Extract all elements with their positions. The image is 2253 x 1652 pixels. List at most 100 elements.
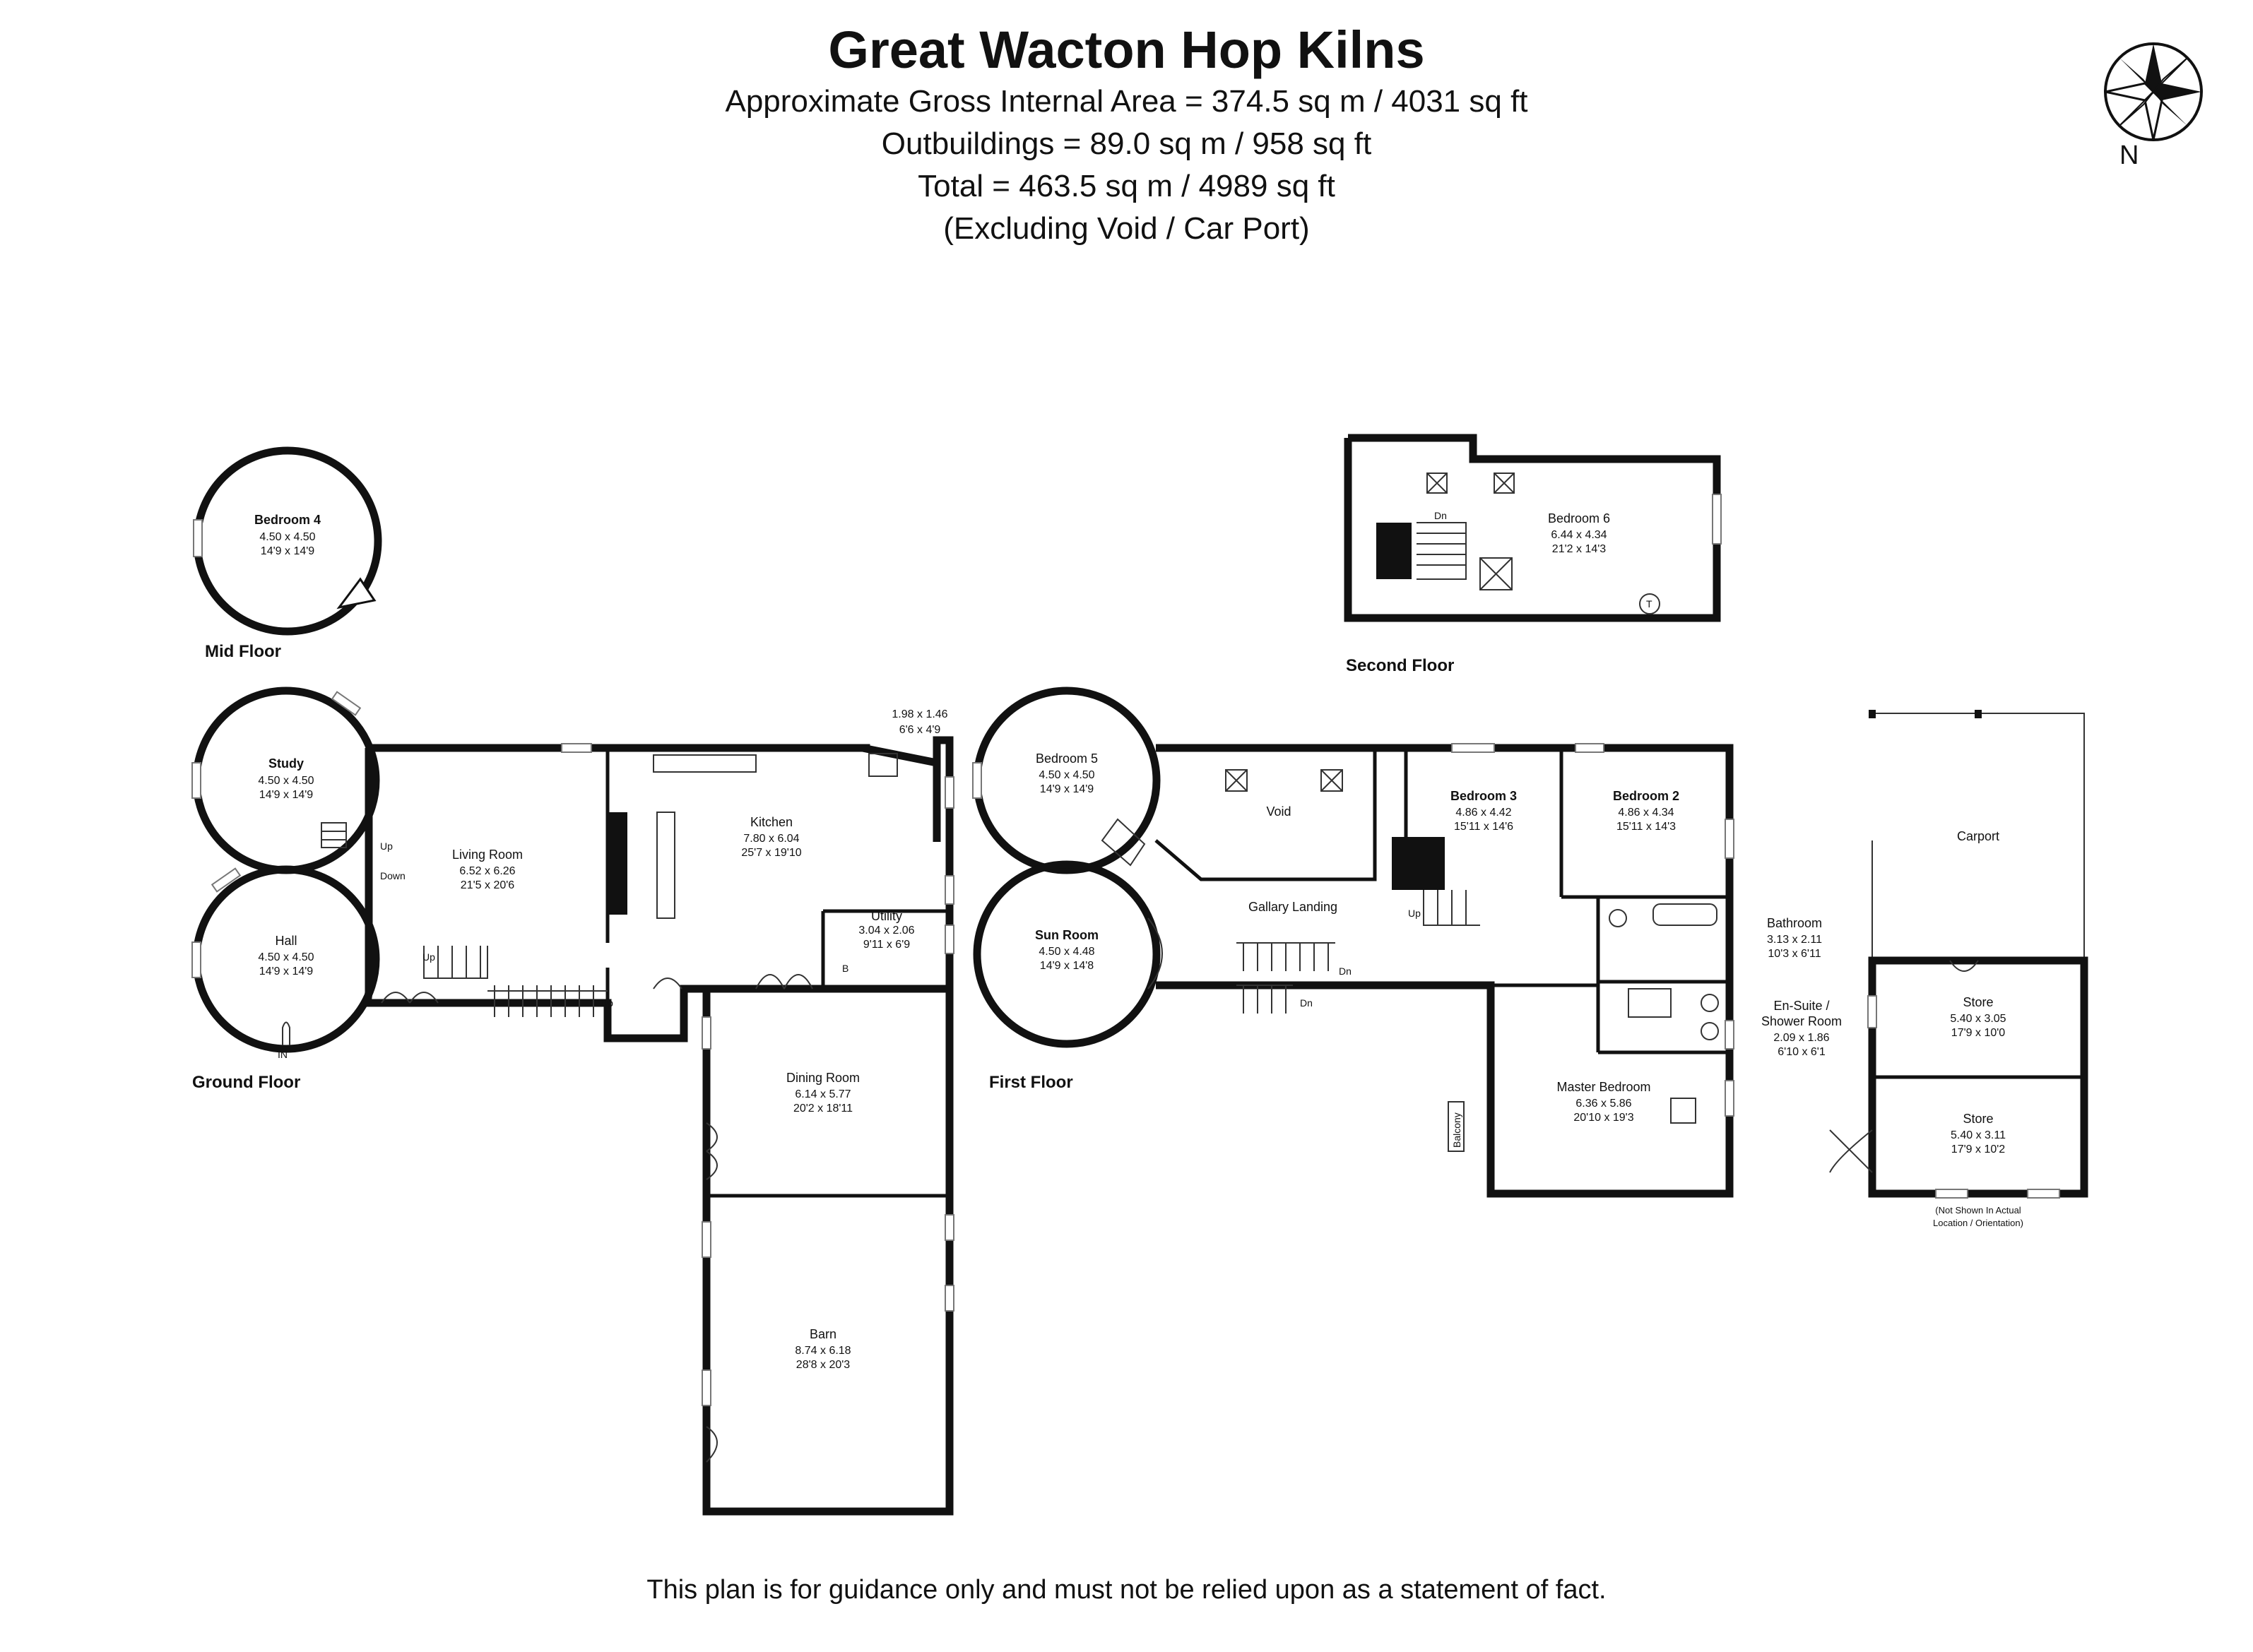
dining-room-name: Dining Room xyxy=(786,1071,860,1085)
window xyxy=(945,776,954,809)
store1-name: Store xyxy=(1963,995,1993,1009)
store1-imperial: 17'9 x 10'0 xyxy=(1951,1027,2005,1039)
shower-icon xyxy=(1628,988,1672,1018)
basin-icon xyxy=(1701,994,1719,1012)
cloakroom-imperial: 6'6 x 4'9 xyxy=(899,724,941,736)
door-icon xyxy=(653,977,682,990)
bedroom6-name: Bedroom 6 xyxy=(1548,511,1610,525)
store2-imperial: 17'9 x 10'2 xyxy=(1951,1143,2005,1155)
skylight-icon xyxy=(1426,473,1448,494)
hall-imperial: 14'9 x 14'9 xyxy=(259,965,313,977)
bedroom3-imperial: 15'11 x 14'6 xyxy=(1454,821,1513,833)
stairs-up-label: Up xyxy=(380,840,393,852)
bedroom2-name: Bedroom 2 xyxy=(1613,789,1679,803)
bathroom-imperial: 10'3 x 6'11 xyxy=(1768,948,1821,960)
store2-name: Store xyxy=(1963,1112,1993,1126)
window xyxy=(1867,995,1877,1028)
void-edge xyxy=(1154,748,1377,881)
outbuildings-area: Outbuildings = 89.0 sq m / 958 sq ft xyxy=(881,126,1372,161)
kitchen-imperial: 25'7 x 19'10 xyxy=(741,847,801,859)
wc-icon xyxy=(868,753,898,777)
window xyxy=(702,1369,711,1406)
stairs-icon xyxy=(1236,942,1335,971)
skylight-icon xyxy=(1479,557,1513,590)
second-floor-outline xyxy=(1344,434,1721,622)
barn-metric: 8.74 x 6.18 xyxy=(795,1345,851,1357)
window xyxy=(191,762,201,799)
stairs-icon xyxy=(1423,890,1480,926)
cloakroom-metric: 1.98 x 1.46 xyxy=(892,708,947,720)
living-room-imperial: 21'5 x 20'6 xyxy=(461,879,514,891)
first-floor: Bedroom 5 4.50 x 4.50 14'9 x 14'9 Sun Ro… xyxy=(972,687,1842,1198)
stairs-down-label: Dn xyxy=(1300,997,1313,1009)
bedroom4-name: Bedroom 4 xyxy=(254,513,321,527)
sun-room-wall xyxy=(973,860,1161,1048)
entrance-door-icon xyxy=(282,1021,290,1045)
study-metric: 4.50 x 4.50 xyxy=(258,775,314,787)
cooker-icon xyxy=(656,812,675,919)
ground-floor: Study 4.50 x 4.50 14'9 x 14'9 Hall 4.50 … xyxy=(191,687,954,1516)
skylight-icon xyxy=(1320,769,1343,792)
ground-floor-label: Ground Floor xyxy=(192,1073,300,1092)
sun-room-metric: 4.50 x 4.48 xyxy=(1039,946,1094,958)
water-tank-icon xyxy=(1639,593,1660,614)
kitchen-metric: 7.80 x 6.04 xyxy=(743,833,799,845)
disclaimer: This plan is for guidance only and must … xyxy=(646,1575,1607,1605)
door-icon xyxy=(336,577,377,610)
store2-metric: 5.40 x 3.11 xyxy=(1951,1129,2006,1141)
skylight-icon xyxy=(1670,1098,1696,1124)
barn-dining-outline xyxy=(702,989,954,1516)
window xyxy=(702,1016,711,1050)
window xyxy=(1725,819,1734,859)
boiler-label: B xyxy=(842,963,848,974)
window xyxy=(211,867,242,893)
stairs-icon xyxy=(1236,985,1293,1014)
bedroom5-metric: 4.50 x 4.50 xyxy=(1039,769,1094,781)
balcony-icon xyxy=(1448,1101,1465,1152)
ensuite-imperial: 6'10 x 6'1 xyxy=(1778,1046,1826,1058)
window xyxy=(945,1285,954,1312)
kitchen-name: Kitchen xyxy=(750,815,793,829)
window xyxy=(191,941,201,978)
boiler-icon xyxy=(1609,909,1627,927)
ensuite-metric: 2.09 x 1.86 xyxy=(1773,1032,1829,1044)
bedroom2-imperial: 15'11 x 14'3 xyxy=(1616,821,1676,833)
sun-room-name: Sun Room xyxy=(1035,928,1099,942)
outbuilding-note-line2: Location / Orientation) xyxy=(1933,1218,2023,1228)
stairwell-icon xyxy=(1392,837,1445,890)
ground-floor-outline xyxy=(362,736,954,1042)
door-icon xyxy=(755,974,813,990)
skylight-icon xyxy=(1225,769,1248,792)
skylight-icon xyxy=(1494,473,1515,494)
window xyxy=(1712,494,1722,545)
bathroom-name: Bathroom xyxy=(1767,916,1822,930)
bedroom5-imperial: 14'9 x 14'9 xyxy=(1040,783,1094,795)
utility-imperial: 9'11 x 6'9 xyxy=(863,939,910,951)
living-room-name: Living Room xyxy=(452,848,523,862)
stairs-up-label: Up xyxy=(1408,908,1421,919)
window xyxy=(702,1221,711,1258)
bedroom6-imperial: 21'2 x 14'3 xyxy=(1552,543,1606,555)
sun-room-imperial: 14'9 x 14'8 xyxy=(1040,960,1094,972)
mid-floor: Bedroom 4 4.50 x 4.50 14'9 x 14'9 Mid Fl… xyxy=(193,446,382,661)
compass-north-label: N xyxy=(2119,141,2139,170)
skylight-icon xyxy=(1494,473,1515,494)
master-bedroom-metric: 6.36 x 5.86 xyxy=(1575,1098,1631,1110)
area-exclusion-note: (Excluding Void / Car Port) xyxy=(943,211,1310,246)
window xyxy=(1575,743,1604,753)
utility-metric: 3.04 x 2.06 xyxy=(858,925,914,937)
skylight-icon xyxy=(1479,557,1513,590)
window xyxy=(1725,1020,1734,1050)
barn-imperial: 28'8 x 20'3 xyxy=(796,1359,850,1371)
carport-outline xyxy=(1872,713,2085,961)
tank-label: T xyxy=(1646,598,1652,610)
stairs-icon xyxy=(1101,818,1146,867)
window xyxy=(1725,1080,1734,1117)
ensuite-name-line2: Shower Room xyxy=(1761,1014,1842,1028)
window xyxy=(2027,1189,2060,1199)
door-icon xyxy=(1829,1129,1873,1173)
bedroom4-metric: 4.50 x 4.50 xyxy=(259,531,315,543)
window xyxy=(1935,1189,1968,1199)
stairs-icon xyxy=(321,822,347,848)
